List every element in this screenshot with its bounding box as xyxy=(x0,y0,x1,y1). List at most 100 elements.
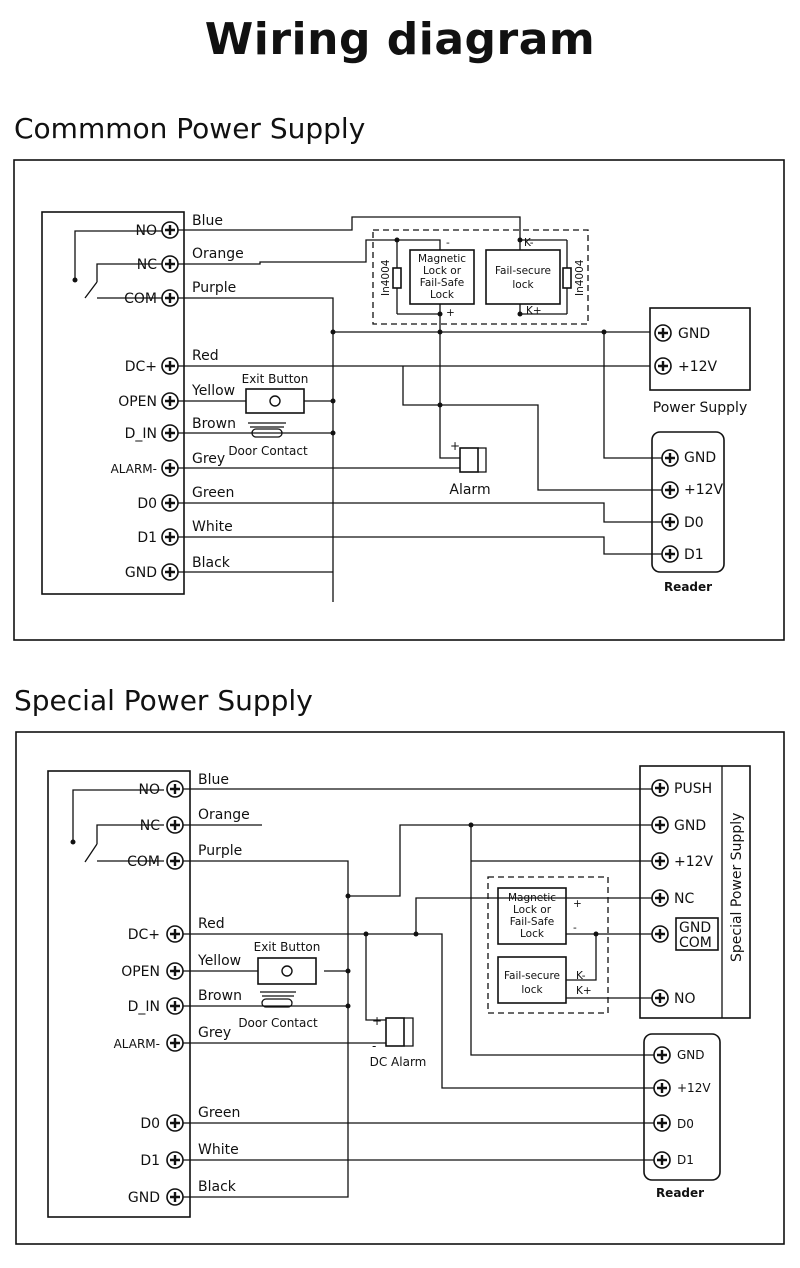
common-power-supply-title: Commmon Power Supply xyxy=(14,112,366,145)
special-lock-box xyxy=(487,876,609,1014)
common-door-contact xyxy=(248,422,286,428)
reader-terminal-12v xyxy=(660,480,680,500)
reader-terminal-gnd xyxy=(660,448,680,468)
svg-text:NO: NO xyxy=(139,782,161,798)
svg-text:Alarm: Alarm xyxy=(449,482,490,498)
svg-text:COM: COM xyxy=(679,935,712,951)
svg-text:-: - xyxy=(573,922,577,934)
page-title: Wiring diagram xyxy=(204,14,596,65)
common-exit-button xyxy=(245,388,305,414)
svg-text:GND: GND xyxy=(684,450,716,466)
ps-terminal-gnd xyxy=(653,323,673,343)
svg-text:D1: D1 xyxy=(684,547,704,563)
common-relay-contact xyxy=(74,230,162,299)
common-lock-box xyxy=(372,229,589,325)
svg-text:COM: COM xyxy=(127,854,160,870)
svg-text:Purple: Purple xyxy=(198,843,242,859)
special-reader xyxy=(643,1033,721,1181)
special-wires xyxy=(183,788,654,1198)
svg-text:D0: D0 xyxy=(677,1117,694,1131)
svg-text:Reader: Reader xyxy=(656,1186,704,1200)
svg-text:Door Contact: Door Contact xyxy=(238,1016,318,1030)
svg-text:OPEN: OPEN xyxy=(121,964,160,980)
wire-label-purple: Purple xyxy=(192,280,236,296)
special-frame xyxy=(15,731,785,1245)
svg-text:DC+: DC+ xyxy=(128,927,160,943)
svg-text:+12V: +12V xyxy=(678,359,718,375)
svg-text:Fail-Safe: Fail-Safe xyxy=(420,277,464,289)
svg-text:Exit Button: Exit Button xyxy=(254,940,321,954)
svg-text:Brown: Brown xyxy=(198,988,242,1004)
wire-label-green: Green xyxy=(192,485,234,501)
svg-text:D0: D0 xyxy=(140,1116,160,1132)
svg-text:+12V: +12V xyxy=(684,482,724,498)
svg-text:GND: GND xyxy=(679,920,711,936)
svg-text:Orange: Orange xyxy=(198,807,250,823)
svg-text:K-: K- xyxy=(524,237,534,249)
wire-label-orange: Orange xyxy=(192,246,244,262)
svg-text:lock: lock xyxy=(512,279,534,291)
special-dc-alarm xyxy=(385,1017,405,1047)
svg-text:K+: K+ xyxy=(576,985,592,997)
svg-text:NC: NC xyxy=(674,891,694,907)
terminal-label-d-in: D_IN xyxy=(125,426,157,442)
svg-text:NC: NC xyxy=(140,818,160,834)
terminal-alarm xyxy=(160,458,180,478)
common-diagram: NO NC COM DC+ OPEN D_IN ALARM- D0 D1 GND… xyxy=(13,159,785,641)
svg-text:Power Supply: Power Supply xyxy=(653,400,748,416)
common-alarm xyxy=(459,447,479,473)
svg-text:D1: D1 xyxy=(140,1153,160,1169)
svg-text:+12V: +12V xyxy=(674,854,714,870)
ps-terminal-12v xyxy=(653,356,673,376)
wire-label-yellow: Yellow xyxy=(191,383,235,399)
wire-label-brown: Brown xyxy=(192,416,236,432)
terminal-dcplus xyxy=(160,356,180,376)
svg-text:White: White xyxy=(198,1142,239,1158)
svg-text:K-: K- xyxy=(576,970,586,982)
terminal-label-d1: D1 xyxy=(137,530,157,546)
svg-text:In4004: In4004 xyxy=(380,259,392,296)
common-magnetic-lock xyxy=(409,249,475,305)
svg-text:Lock: Lock xyxy=(520,928,545,940)
terminal-label-open: OPEN xyxy=(118,394,157,410)
svg-text:lock: lock xyxy=(521,984,543,996)
diode-right xyxy=(562,267,572,289)
common-power-supply xyxy=(649,307,751,391)
terminal-d-in xyxy=(160,423,180,443)
svg-text:D1: D1 xyxy=(677,1153,694,1167)
svg-text:-: - xyxy=(372,1039,376,1053)
svg-text:Green: Green xyxy=(198,1105,240,1121)
svg-text:Lock or: Lock or xyxy=(513,904,552,916)
svg-text:D0: D0 xyxy=(684,515,704,531)
terminal-label-com: COM xyxy=(124,291,157,307)
terminal-label-nc: NC xyxy=(137,257,157,273)
terminal-com xyxy=(160,288,180,308)
terminal-no xyxy=(160,220,180,240)
terminal-label-alarm: ALARM- xyxy=(111,462,157,476)
svg-text:Lock or: Lock or xyxy=(423,265,462,277)
svg-text:Special Power Supply: Special Power Supply xyxy=(729,813,745,962)
svg-text:Reader: Reader xyxy=(664,580,712,594)
terminal-open xyxy=(160,391,180,411)
svg-text:Magnetic: Magnetic xyxy=(418,253,466,265)
common-wires xyxy=(178,216,662,602)
special-power-supply-title: Special Power Supply xyxy=(14,684,313,717)
svg-text:Red: Red xyxy=(198,916,225,932)
svg-text:+12V: +12V xyxy=(677,1081,711,1095)
svg-text:GND: GND xyxy=(678,326,710,342)
common-reader xyxy=(651,431,725,573)
svg-text:+: + xyxy=(372,1014,382,1028)
svg-text:+: + xyxy=(573,898,582,910)
wire-label-red: Red xyxy=(192,348,219,364)
svg-text:Fail-secure: Fail-secure xyxy=(504,970,560,982)
wire-label-white: White xyxy=(192,519,233,535)
svg-text:-: - xyxy=(446,237,450,249)
diode-left xyxy=(392,267,402,289)
svg-text:Exit Button: Exit Button xyxy=(242,372,309,386)
svg-text:DC Alarm: DC Alarm xyxy=(370,1055,427,1069)
terminal-label-dcplus: DC+ xyxy=(125,359,157,375)
svg-text:Yellow: Yellow xyxy=(197,953,241,969)
svg-text:Door Contact: Door Contact xyxy=(228,444,308,458)
svg-text:+: + xyxy=(446,307,455,319)
